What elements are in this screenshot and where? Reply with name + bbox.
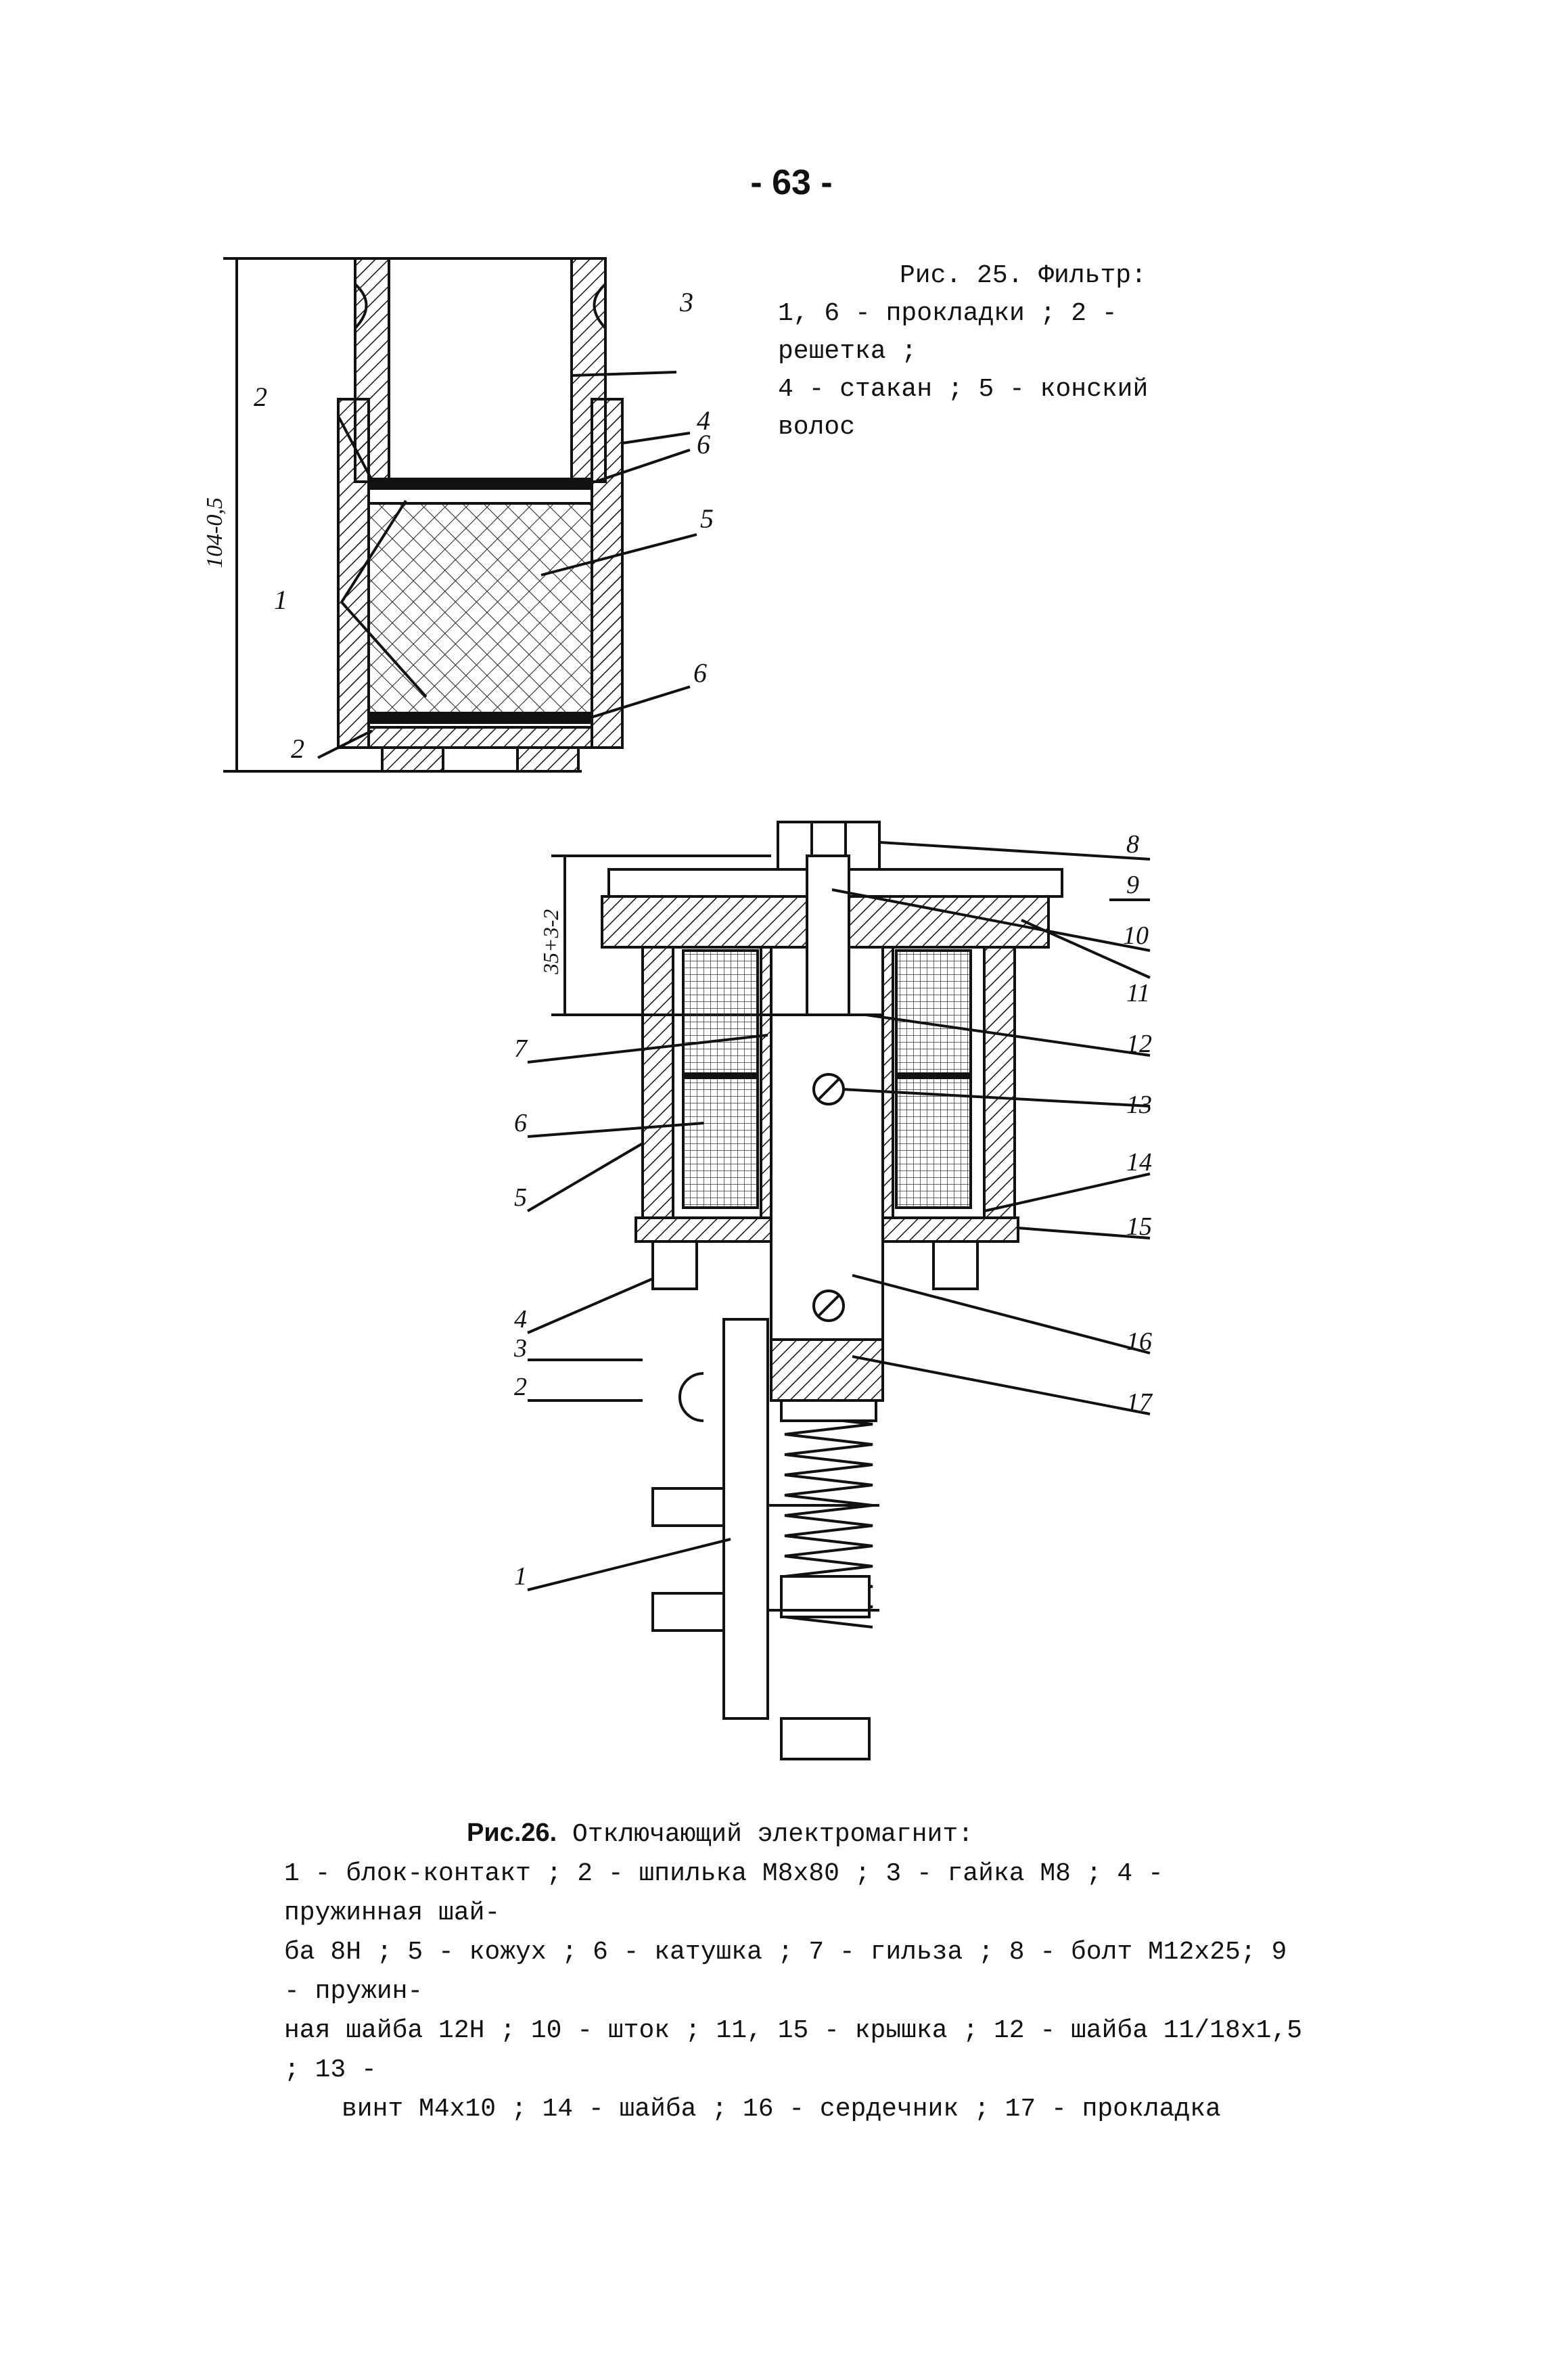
fig25-callout-5: 5 [700, 503, 714, 534]
figure-26-electromagnet-drawing: 35+3-2 8 9 10 11 12 13 14 15 16 17 7 6 5… [513, 821, 1153, 1760]
fig25-callout-2-top: 2 [254, 382, 267, 412]
fig25-caption-line: 4 - стакан ; 5 - конский волос [778, 375, 1149, 442]
fig25-callout-2-bottom: 2 [291, 733, 304, 764]
fig26-callout-9: 9 [1126, 871, 1139, 899]
figure-25-caption: Рис. 25. Фильтр: 1, 6 - прокладки ; 2 - … [778, 257, 1218, 447]
fig26-callout-15: 15 [1126, 1212, 1152, 1241]
fig26-callout-6: 6 [514, 1109, 527, 1137]
fig26-caption-prefix: Рис.26. [467, 1819, 557, 1847]
fig26-callout-1: 1 [514, 1562, 527, 1591]
fig25-callout-6-top: 6 [697, 429, 710, 459]
fig26-callout-17: 17 [1126, 1388, 1153, 1417]
fig26-caption-line: винт М4х10 ; 14 - шайба ; 16 - сердечник… [342, 2095, 1221, 2124]
page-number: - 63 - [750, 163, 833, 202]
fig25-callout-6-bottom: 6 [693, 658, 707, 688]
fig26-caption-title-row: Рис.26. Отключающий электромагнит: [284, 1813, 1312, 1854]
fig25-callout-4: 4 [697, 405, 710, 436]
fig25-dimension: 104-0,5 [203, 497, 227, 568]
fig26-callout-16: 16 [1126, 1327, 1152, 1356]
fig26-callout-7: 7 [514, 1034, 528, 1063]
fig26-dimension: 35+3-2 [538, 909, 563, 975]
fig26-caption-line: ная шайба 12Н ; 10 - шток ; 11, 15 - кры… [284, 2016, 1303, 2084]
fig26-caption-title: Отключающий электромагнит: [572, 1820, 973, 1849]
fig25-caption-title: Рис. 25. Фильтр: [900, 261, 1147, 290]
fig25-callout-3: 3 [679, 287, 693, 317]
fig26-callout-11: 11 [1126, 979, 1150, 1007]
fig26-caption-line: ба 8Н ; 5 - кожух ; 6 - катушка ; 7 - ги… [284, 1938, 1287, 2006]
fig26-callout-13: 13 [1126, 1091, 1152, 1119]
fig26-callout-14: 14 [1126, 1148, 1152, 1177]
fig26-callout-5: 5 [514, 1183, 527, 1212]
figure-25-filter-drawing: 104-0,5 3 2 4 6 5 1 6 2 [203, 257, 714, 773]
fig25-callout-1: 1 [274, 585, 287, 615]
fig26-callout-8: 8 [1126, 830, 1139, 859]
fig26-callout-4: 4 [514, 1305, 527, 1334]
fig26-callout-10: 10 [1123, 921, 1149, 950]
fig26-caption-line: 1 - блок-контакт ; 2 - шпилька М8х80 ; 3… [284, 1859, 1163, 1928]
fig26-callout-3: 3 [513, 1334, 527, 1363]
figure-26-caption: Рис.26. Отключающий электромагнит: 1 - б… [284, 1813, 1312, 2129]
fig26-callout-12: 12 [1126, 1030, 1152, 1058]
fig25-caption-line: 1, 6 - прокладки ; 2 - решетка ; [778, 299, 1117, 366]
fig26-callout-2: 2 [514, 1373, 527, 1401]
